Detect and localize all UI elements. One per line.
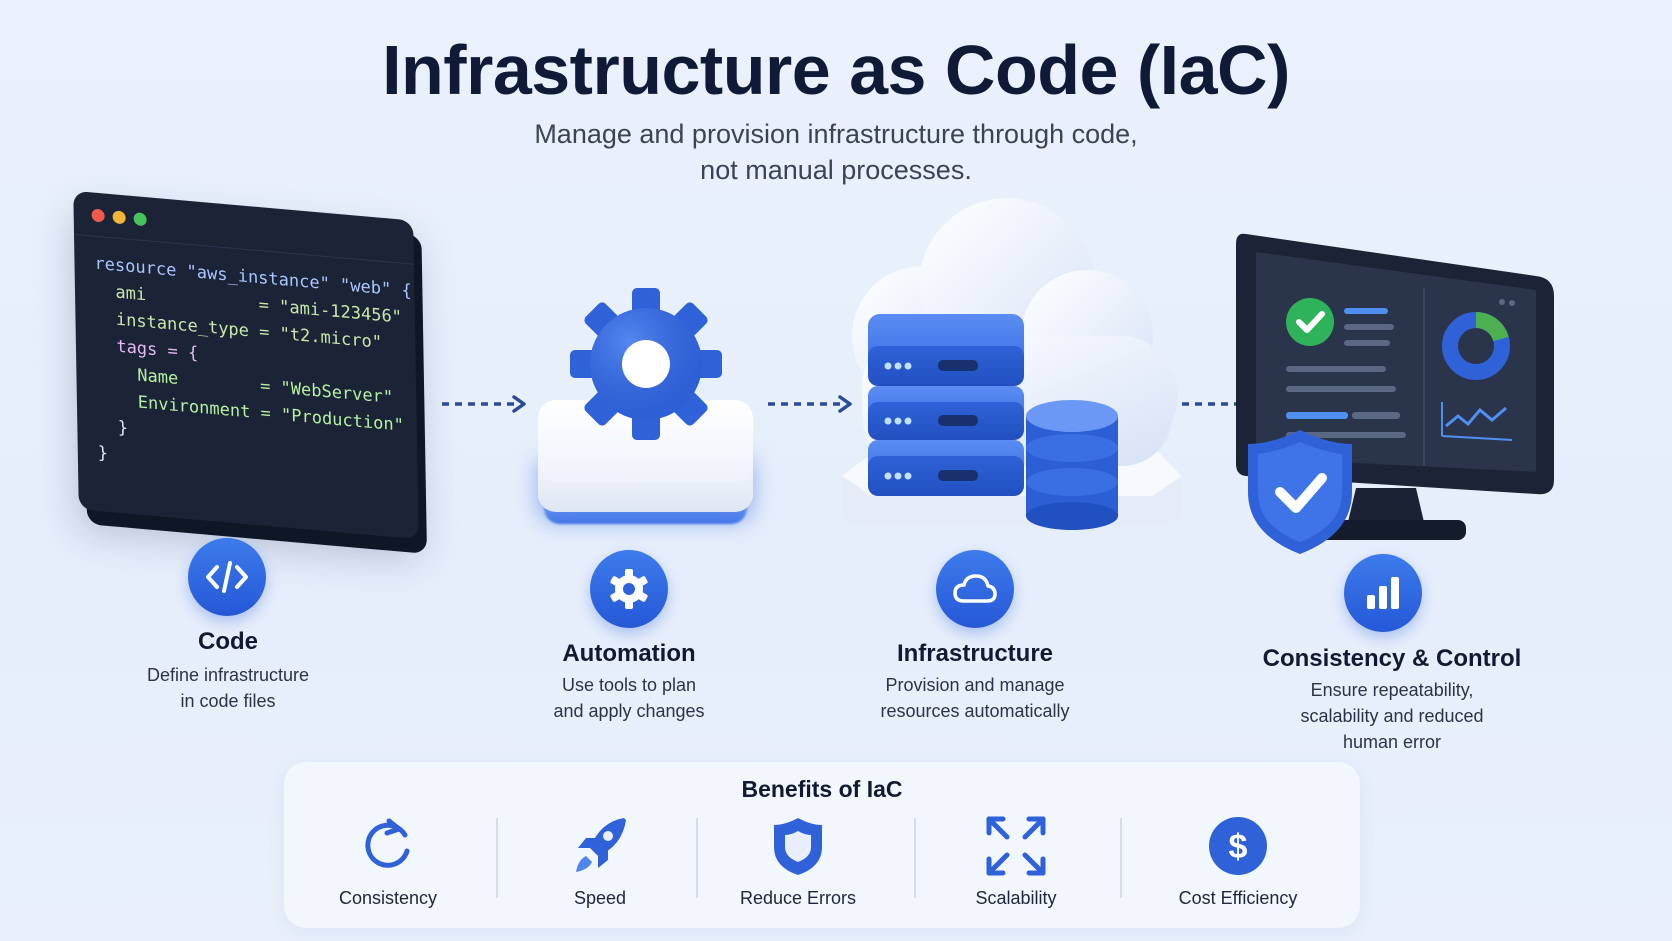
benefit-label: Consistency [338, 888, 438, 908]
stage-code-title: Code [198, 628, 258, 655]
minimize-dot [112, 210, 126, 225]
code-icon [206, 561, 248, 593]
stage-automation-title: Automation [562, 640, 696, 667]
benefit-consistency: Consistency [298, 812, 478, 909]
cloud-icon [953, 574, 997, 603]
stage-code-badge [188, 538, 266, 616]
page-title: Infrastructure as Code (IaC) [382, 31, 1290, 109]
benefit-scalability: Scalability [926, 812, 1106, 909]
stage-automation-description: Use tools to plan and apply changes [553, 675, 705, 721]
stage-consistency-badge [1344, 554, 1422, 632]
divider [914, 818, 916, 898]
stage-infrastructure-title: Infrastructure [896, 640, 1054, 667]
benefits-panel: Benefits of IaC Consistency Speed [284, 762, 1360, 928]
expand-arrows-icon [986, 816, 1046, 876]
bar-chart-icon [1367, 577, 1399, 609]
shield-icon [774, 818, 822, 875]
rocket-icon [576, 818, 626, 872]
benefit-cost-efficiency: $ Cost Efficiency [1148, 812, 1328, 909]
stage-infrastructure-badge [936, 550, 1014, 628]
page-subtitle: Manage and provision infrastructure thro… [534, 119, 1138, 185]
flow-arrow-icon [442, 395, 526, 413]
stage-automation-badge [590, 550, 668, 628]
benefit-label: Reduce Errors [739, 888, 857, 908]
gear-icon [610, 569, 648, 609]
code-block: resource "aws_instance" "web" { ami = "a… [74, 235, 418, 509]
benefits-title: Benefits of IaC [741, 776, 903, 802]
svg-text:$: $ [1229, 828, 1248, 866]
maximize-dot [133, 212, 147, 227]
stage-consistency-description: Ensure repeatability, scalability and re… [1300, 680, 1484, 752]
stage-infrastructure-description: Provision and manage resources automatic… [880, 675, 1070, 721]
benefit-reduce-errors: Reduce Errors [708, 812, 888, 909]
refresh-icon [365, 818, 410, 868]
dashboard-monitor-illustration [1236, 233, 1554, 540]
divider [696, 818, 698, 898]
automation-platform [538, 400, 753, 540]
flow-arrow-icon [768, 395, 852, 413]
benefit-label: Scalability [975, 888, 1057, 908]
stage-consistency-title: Consistency & Control [1262, 645, 1522, 672]
close-dot [91, 208, 105, 223]
gear-icon [570, 288, 722, 440]
cloud-servers-illustration [842, 198, 1182, 530]
benefit-label: Speed [573, 888, 627, 908]
divider [1120, 818, 1122, 898]
stage-code-description: Define infrastructure in code files [146, 665, 310, 711]
shield-check-icon [1248, 430, 1352, 554]
dollar-icon: $ [1209, 817, 1267, 875]
divider [496, 818, 498, 898]
benefit-label: Cost Efficiency [1178, 888, 1298, 908]
code-editor-window: resource "aws_instance" "web" { ami = "a… [73, 190, 419, 540]
benefit-speed: Speed [510, 812, 690, 909]
